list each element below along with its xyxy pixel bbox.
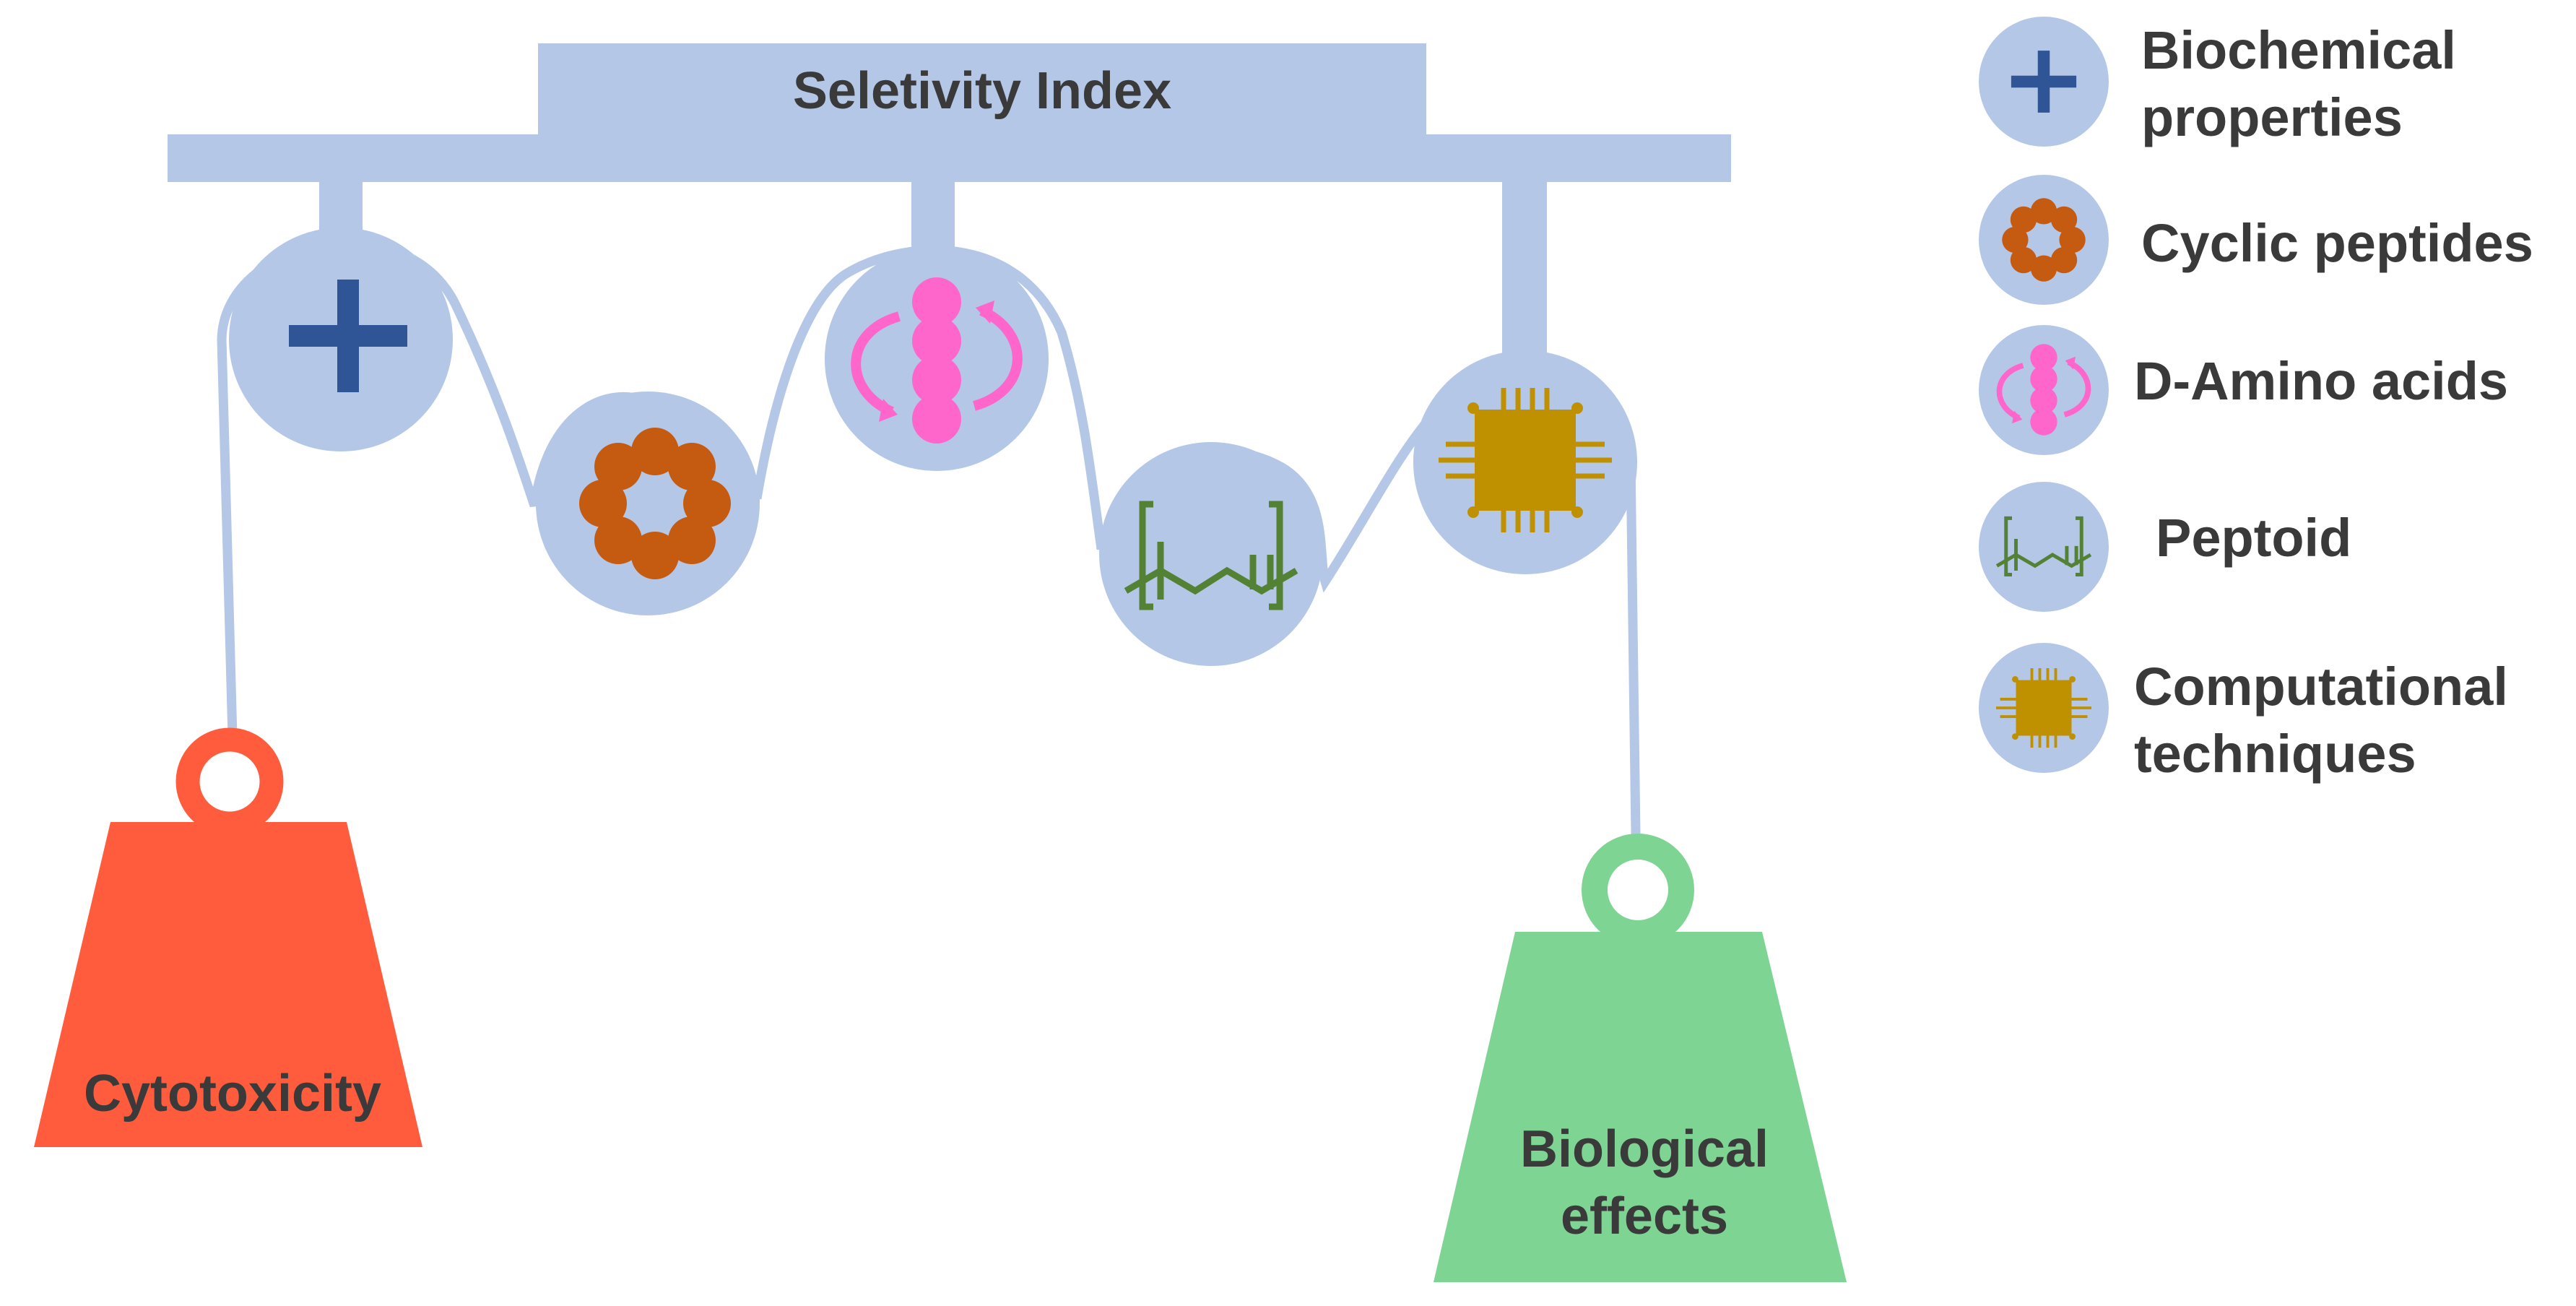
left-weight-ring — [175, 727, 284, 836]
legend-item-biochemical: Biochemical properties — [1979, 17, 2456, 147]
legend-label: Computational — [2134, 657, 2508, 717]
legend-label: Peptoid — [2156, 508, 2351, 568]
legend-label: properties — [2141, 87, 2403, 147]
right-weight-ring — [1582, 834, 1694, 946]
legend-label: D-Amino acids — [2134, 351, 2508, 411]
diagram-title: Seletivity Index — [793, 62, 1171, 120]
legend-item-d-amino: D-Amino acids — [1979, 325, 2508, 455]
hanger-5 — [1502, 181, 1547, 361]
legend-label: Cyclic peptides — [2141, 213, 2533, 273]
legend-label: techniques — [2134, 724, 2416, 784]
legend-item-computational: Computational techniques — [1979, 643, 2508, 784]
right-weight-label-line1: Biological — [1520, 1120, 1769, 1178]
support-beam — [168, 134, 1731, 182]
legend-label: Biochemical — [2141, 20, 2456, 80]
legend-swatch — [1979, 482, 2109, 612]
ring-icon — [579, 428, 731, 579]
ring-icon — [2002, 198, 2086, 282]
hanger-3 — [911, 181, 955, 253]
left-weight — [34, 822, 422, 1147]
right-weight — [1434, 932, 1847, 1282]
legend: Biochemical properties Cyclic peptides D… — [1979, 17, 2533, 784]
pulley-peptoid — [1099, 442, 1323, 666]
title-box — [538, 43, 1426, 141]
legend-item-cyclic: Cyclic peptides — [1979, 175, 2533, 305]
right-weight-label-line2: effects — [1561, 1188, 1728, 1245]
legend-item-peptoid: Peptoid — [1979, 482, 2351, 612]
left-weight-label: Cytotoxicity — [84, 1065, 381, 1123]
